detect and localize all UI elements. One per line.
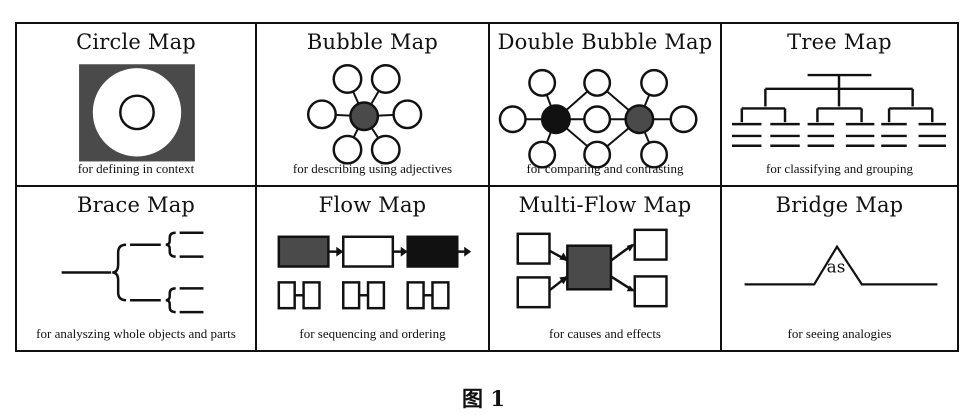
bubble-map-icon xyxy=(306,64,423,165)
cell-caption: for defining in context xyxy=(77,161,195,176)
cell-flow-map: Flow Map xyxy=(257,187,490,350)
circle-map-icon xyxy=(79,64,195,162)
cell-title: Flow Map xyxy=(318,193,427,217)
cell-title: Brace Map xyxy=(76,193,196,217)
cell-title: Circle Map xyxy=(76,30,196,54)
cell-brace-map: Brace Map for analyszing whole objects a… xyxy=(17,187,257,350)
cell-title: Double Bubble Map xyxy=(497,30,713,54)
bridge-relating-factor: as xyxy=(827,256,846,276)
double-bubble-map-icon xyxy=(498,68,698,169)
multi-flow-map-icon xyxy=(516,228,668,309)
cell-tree-map: Tree Map xyxy=(722,24,957,187)
flow-map-icon xyxy=(277,235,472,310)
cell-caption: for classifying and grouping xyxy=(766,161,913,176)
tree-map-icon xyxy=(732,73,947,147)
cell-title: Bubble Map xyxy=(306,30,439,54)
cell-title: Bridge Map xyxy=(775,193,904,217)
cell-multi-flow-map: Multi-Flow Map for causes and effects xyxy=(490,187,722,350)
cell-caption: for causes and effects xyxy=(548,326,661,341)
cell-circle-map: Circle Map for defining in context xyxy=(17,24,257,187)
cell-caption: for describing using adjectives xyxy=(292,161,453,176)
cell-double-bubble-map: Double Bubble Map xyxy=(490,24,722,187)
figure-caption: 图 1 xyxy=(462,386,505,411)
cell-caption: for seeing analogies xyxy=(787,326,892,341)
cell-bridge-map: Bridge Map as for seeing analogies xyxy=(722,187,957,350)
cell-caption: for comparing and contrasting xyxy=(526,161,684,176)
bridge-map-icon: as xyxy=(744,244,938,286)
cell-caption: for analyszing whole objects and parts xyxy=(36,326,236,341)
cell-title: Multi-Flow Map xyxy=(518,193,692,217)
cell-bubble-map: Bubble Map for describing using adjectiv… xyxy=(257,24,490,187)
cell-caption: for sequencing and ordering xyxy=(299,326,446,341)
cell-title: Tree Map xyxy=(787,30,892,54)
thinking-maps-grid: Circle Map for defining in context Bubbl… xyxy=(15,22,959,352)
brace-map-icon xyxy=(61,231,204,314)
